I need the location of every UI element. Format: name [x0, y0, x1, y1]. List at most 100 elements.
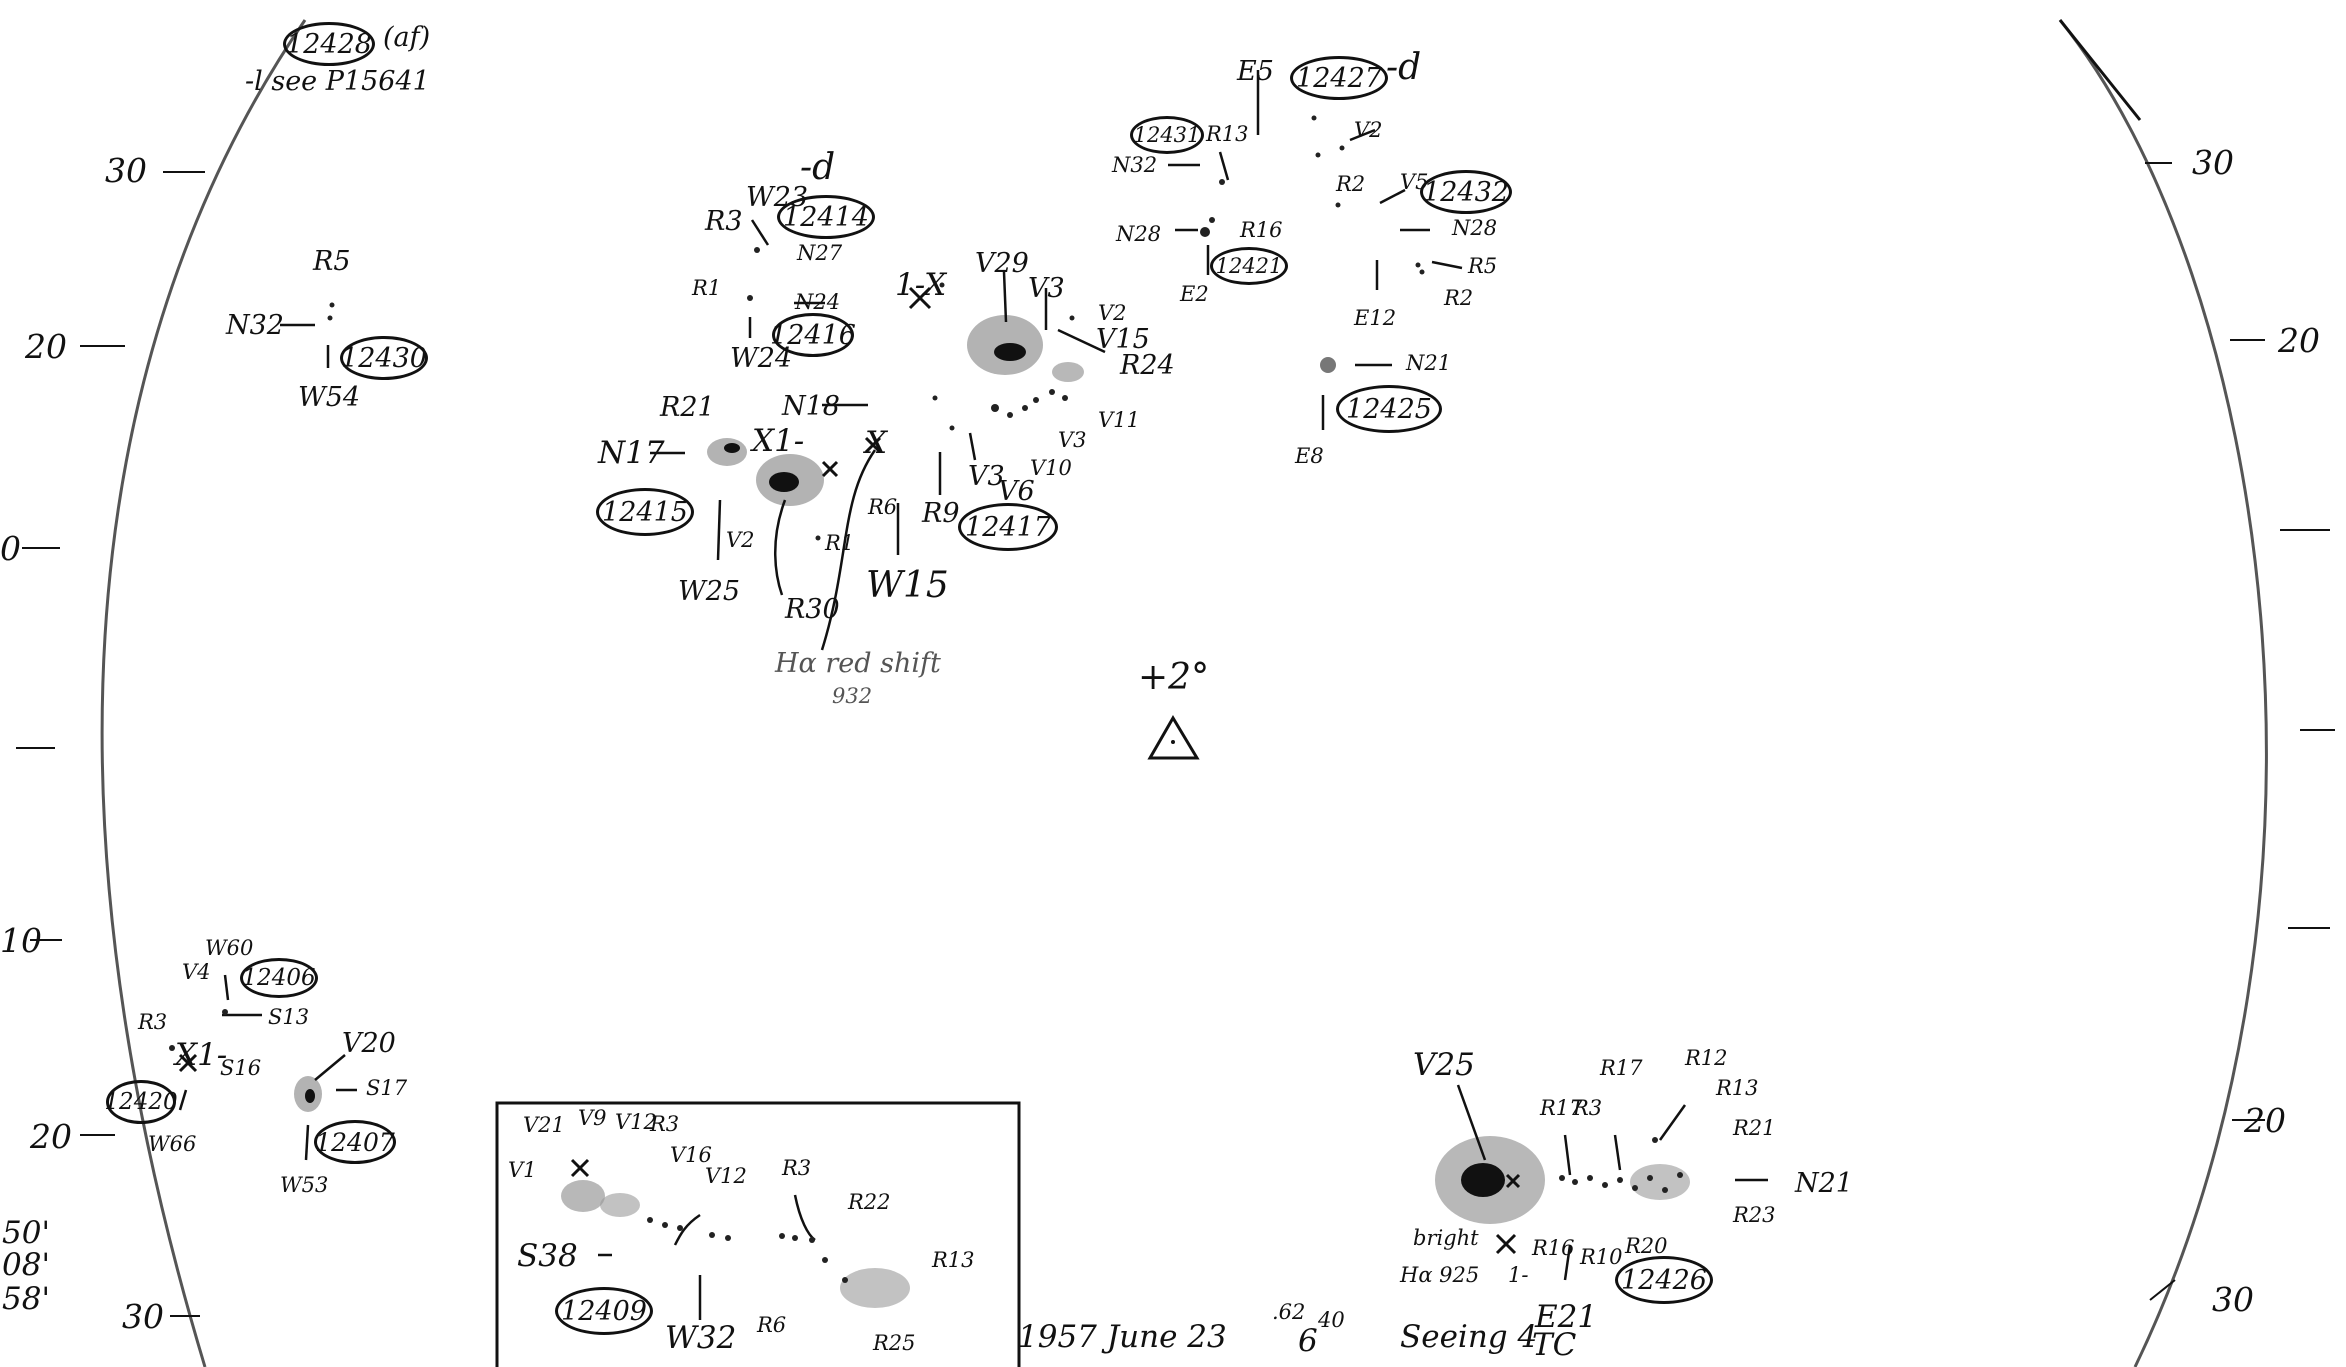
region-12409-r6: R6	[757, 1313, 787, 1337]
region-12426-one: 1-	[1508, 1263, 1529, 1287]
region-12430-n32: N32	[226, 310, 284, 341]
right-axis-label-30-top: 30	[2192, 143, 2234, 182]
region-number-12426: 12426	[1615, 1256, 1713, 1304]
region-12406-v4: V4	[182, 960, 211, 984]
right-axis-label-20-top: 20	[2278, 321, 2320, 360]
region-12415-w25: W25	[678, 576, 741, 607]
center-label: +2°	[1138, 657, 1210, 698]
region-12417-v6: V6	[998, 476, 1035, 507]
region-12417-v10: V10	[1030, 456, 1072, 480]
region-number-12421: 12421	[1210, 247, 1288, 285]
region-12417-v15: V15	[1096, 324, 1150, 355]
left-axis-ticks	[16, 171, 205, 1317]
region-12426-v25: V25	[1413, 1047, 1475, 1083]
left-axis-label-20-bottom: 20	[30, 1117, 72, 1156]
region-12417-v3c: V3	[968, 461, 1005, 492]
region-12432-r5: R5	[1468, 254, 1498, 278]
region-12426-r17a: R17	[1540, 1096, 1583, 1120]
region-12427-d: -d	[1386, 47, 1422, 88]
observer-line1: E21	[1535, 1299, 1598, 1335]
region-number-12414: 12414	[777, 195, 875, 239]
region-12426-r12: R12	[1685, 1046, 1728, 1070]
region-number-12417: 12417	[958, 503, 1058, 551]
left-axis-label-30-top: 30	[105, 151, 147, 190]
region-12415-v2: V2	[726, 528, 755, 552]
region-12430-r5: R5	[313, 246, 351, 277]
spot-12425	[1320, 357, 1336, 373]
region-12409-r25: R25	[873, 1331, 916, 1355]
region-12426-r16: R16	[1532, 1236, 1575, 1260]
left-axis-label-10: 10	[0, 921, 42, 960]
region-number-12406: 12406	[240, 958, 318, 998]
region-12420-x1: X1-	[175, 1037, 228, 1073]
region-12414-n27: N27	[797, 241, 843, 265]
region-12417-r1: R1	[825, 531, 855, 555]
region-12409-w32: W32	[665, 1320, 737, 1356]
left-axis-label-0: 0	[0, 529, 21, 568]
region-12432-r2a: R2	[1336, 172, 1366, 196]
left-axis-label-30-bottom: 30	[122, 1297, 164, 1336]
spot-12409-a	[561, 1180, 605, 1212]
region-12417-v3a: V3	[1028, 273, 1065, 304]
region-12417-r24: R24	[1120, 350, 1175, 381]
halpha-note-line1: Hα red shift	[775, 648, 941, 679]
region-12421-e2: E2	[1180, 282, 1209, 306]
region-number-12428: 12428	[283, 22, 375, 66]
region-12417-r6: R6	[868, 495, 898, 519]
region-number-12431: 12431	[1130, 116, 1204, 154]
region-12417-v3b: V3	[1058, 428, 1087, 452]
spot-12426-trail	[1630, 1164, 1690, 1200]
region-12432-r2b: R2	[1444, 286, 1474, 310]
sunspots	[294, 315, 1690, 1308]
region-12409-r3b: R3	[782, 1156, 812, 1180]
region-r30: R30	[785, 594, 840, 625]
region-number-12409: 12409	[555, 1287, 653, 1335]
region-12428-note: (af)	[383, 22, 431, 53]
region-12421-n28: N28	[1116, 222, 1162, 246]
region-12417-v29: V29	[975, 248, 1029, 279]
region-12409-v1: V1	[508, 1158, 537, 1182]
region-12415-n18: N18	[782, 391, 840, 422]
region-12432-e12: E12	[1354, 306, 1397, 330]
region-12416-n24: N24	[795, 290, 841, 314]
region-12426-ha: Hα 925	[1400, 1263, 1480, 1287]
region-12426-r21: R21	[1733, 1116, 1776, 1140]
position-crosses	[178, 286, 1521, 1255]
region-number-12427: 12427	[1290, 56, 1388, 100]
region-12417-v2: V2	[1098, 301, 1127, 325]
region-12431-r13: R13	[1206, 122, 1249, 146]
seeing-condition: Seeing 4	[1400, 1319, 1538, 1355]
spot-r30-umbra	[769, 472, 799, 492]
region-12430-w54: W54	[298, 382, 361, 413]
region-12409-v21: V21	[523, 1113, 565, 1137]
region-12426-r13: R13	[1716, 1076, 1759, 1100]
region-12426-n21: N21	[1795, 1168, 1853, 1199]
observation-date: 1957 June 23	[1018, 1319, 1227, 1355]
spot-12407-umbra	[305, 1089, 315, 1103]
margin-number-1: 50'	[2, 1215, 50, 1251]
inset-box-12409	[495, 1101, 1021, 1367]
region-12409-v12a: V12	[615, 1110, 657, 1134]
spot-r21-penumbra	[707, 438, 747, 466]
region-12409-r13: R13	[932, 1248, 975, 1272]
region-number-12430: 12430	[340, 336, 428, 380]
region-number-12425: 12425	[1336, 385, 1442, 433]
region-12427-v2: V2	[1354, 118, 1383, 142]
region-12420-s16: S16	[220, 1056, 262, 1080]
region-12407-s17: S17	[366, 1076, 408, 1100]
region-w15: W15	[866, 565, 949, 606]
region-12414-d: -d	[800, 147, 836, 188]
region-12426-r10: R10	[1580, 1245, 1623, 1269]
region-number-12432: 12432	[1420, 170, 1512, 214]
region-12407-w53: W53	[280, 1173, 329, 1197]
spot-r21-umbra	[724, 443, 740, 453]
observation-time-note: .62	[1272, 1300, 1306, 1324]
spot-12417-umbra	[994, 343, 1026, 361]
spot-12409-b	[600, 1193, 640, 1217]
pore-dots	[169, 115, 1683, 1283]
margin-number-2: 08'	[2, 1247, 50, 1283]
region-12421-r16: R16	[1240, 218, 1283, 242]
limb-tick-mark	[2058, 19, 2142, 121]
region-12406-w60: W60	[205, 936, 254, 960]
region-12409-r3a: R3	[650, 1112, 680, 1136]
